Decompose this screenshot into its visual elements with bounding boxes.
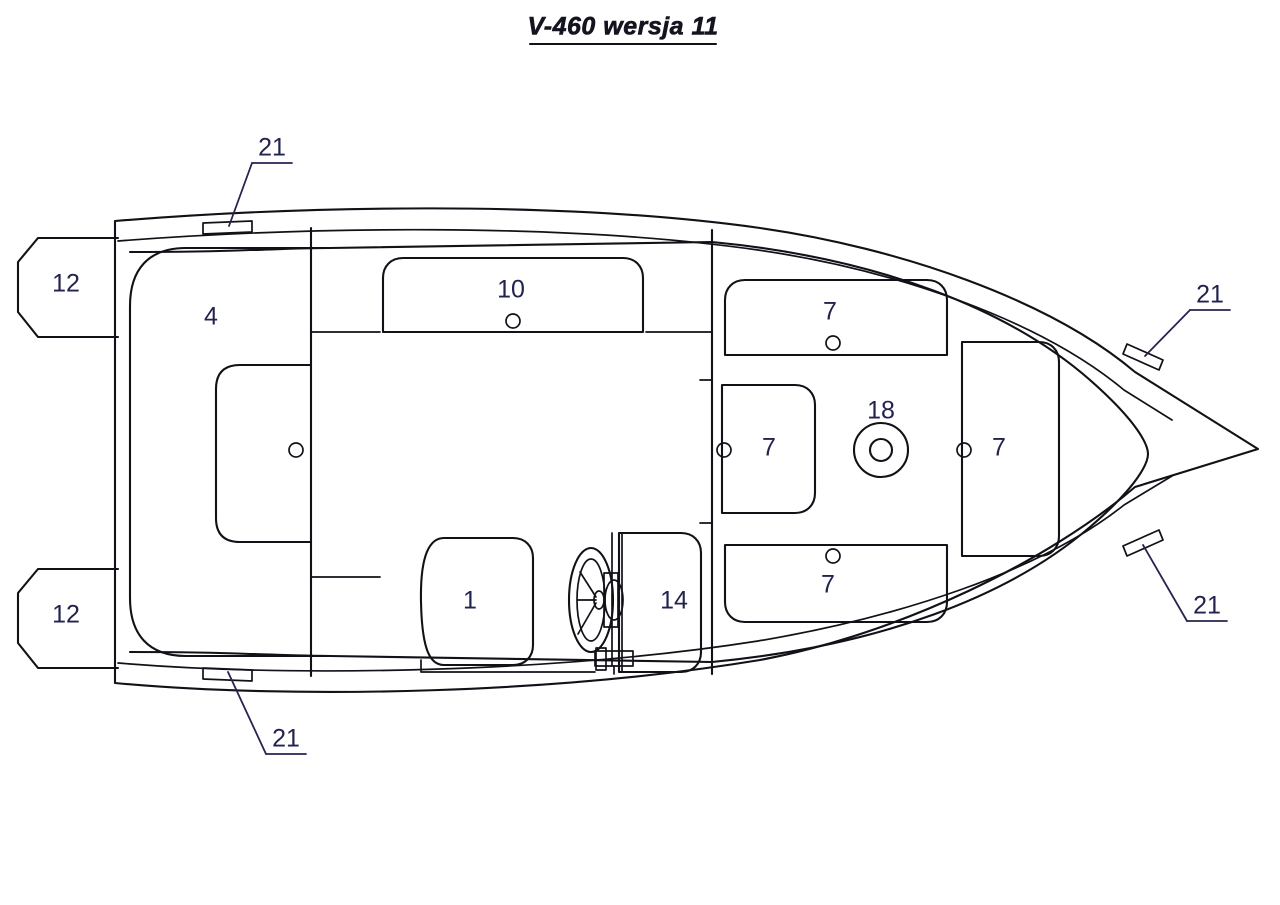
cushion-mid: 7: [716, 383, 817, 515]
stern-bench-fastener: [505, 313, 521, 329]
bow-deck-inner-curve: [710, 240, 1150, 664]
callout-leader-line: [227, 671, 267, 755]
steering-wheel-center-hub: [593, 590, 605, 610]
part-label-4: 4: [204, 303, 218, 331]
part-label-7-bow-starboard: 7: [821, 571, 835, 599]
part-label-1: 1: [463, 587, 477, 615]
cleat-stern-starboard-shape: [202, 667, 253, 682]
throttle-control: [420, 647, 634, 675]
steering-wheel-spoke-upper: [579, 571, 597, 598]
cleat-stern-starboard: [202, 667, 253, 682]
callout-label-21-bow-port: 21: [1196, 281, 1224, 309]
throttle-cable-run: [420, 659, 596, 673]
deck-hatch-outer-ring: [852, 421, 910, 479]
part-label-7-bow-port: 7: [823, 298, 837, 326]
callout-cleat-bow-starboard: 21: [1142, 544, 1228, 622]
cushion-bow-starboard: 7: [723, 543, 949, 624]
transom-bracket-upper: 12: [16, 236, 120, 339]
throttle-lever-knob: [595, 647, 607, 671]
helm-seat: 1: [419, 536, 535, 667]
cleat-bow-port-shape: [1122, 343, 1164, 371]
callout-leader-line: [1142, 544, 1188, 622]
transom-bracket-lower: 12: [16, 567, 120, 670]
callout-cleat-stern-port: 21: [228, 134, 293, 227]
cleat-bow-port: [1122, 343, 1164, 371]
cleat-stern-port: [202, 220, 253, 235]
part-label-12-upper: 12: [52, 270, 80, 298]
stern-side-panel: [214, 363, 313, 544]
part-label-12-lower: 12: [52, 601, 80, 629]
callout-label-21-bow-starboard: 21: [1193, 592, 1221, 620]
part-label-10: 10: [497, 276, 525, 304]
hull-rail-line-lower: [117, 475, 1173, 672]
part-label-7-mid: 7: [762, 434, 776, 462]
cushion-bow-front-fastener: [956, 442, 972, 458]
cleat-bow-starboard: [1122, 529, 1164, 557]
cleat-stern-port-shape: [202, 220, 253, 235]
deck-hatch: 18: [852, 397, 910, 479]
callout-leader-line: [228, 162, 253, 227]
cushion-bow-front: 7: [956, 340, 1061, 558]
hull-rail-line-upper: [117, 228, 1173, 421]
cushion-bow-starboard-fastener: [825, 548, 841, 564]
part-label-18: 18: [867, 397, 895, 425]
cleat-bow-starboard-shape: [1122, 529, 1164, 557]
steering-wheel-rim-inner: [576, 558, 606, 642]
drawing-title: V-460 wersja 11: [528, 13, 719, 41]
steering-wheel-rim-outer: [567, 546, 615, 654]
stern-bulwark-curve: [128, 246, 332, 658]
steering-wheel: [567, 546, 624, 654]
part-label-14: 14: [660, 587, 688, 615]
part-label-7-bow-front: 7: [992, 434, 1006, 462]
stern-side-panel-fastener: [288, 442, 304, 458]
throttle-lever-body: [594, 650, 634, 667]
cushion-bow-port: 7: [723, 278, 949, 357]
callout-cleat-stern-starboard: 21: [227, 671, 307, 755]
steering-wheel-spoke-lower: [577, 602, 597, 635]
stern-bench-seat: 10: [381, 256, 645, 334]
callout-cleat-bow-port: 21: [1144, 281, 1231, 357]
hull-outer-outline: [113, 207, 1260, 693]
callout-label-21-stern-port: 21: [258, 134, 286, 162]
deck-hatch-inner-ring: [868, 437, 894, 463]
cushion-mid-fastener: [716, 442, 732, 458]
callout-label-21-stern-starboard: 21: [272, 725, 300, 753]
callout-leader-line: [1144, 309, 1191, 357]
cushion-bow-port-fastener: [825, 335, 841, 351]
